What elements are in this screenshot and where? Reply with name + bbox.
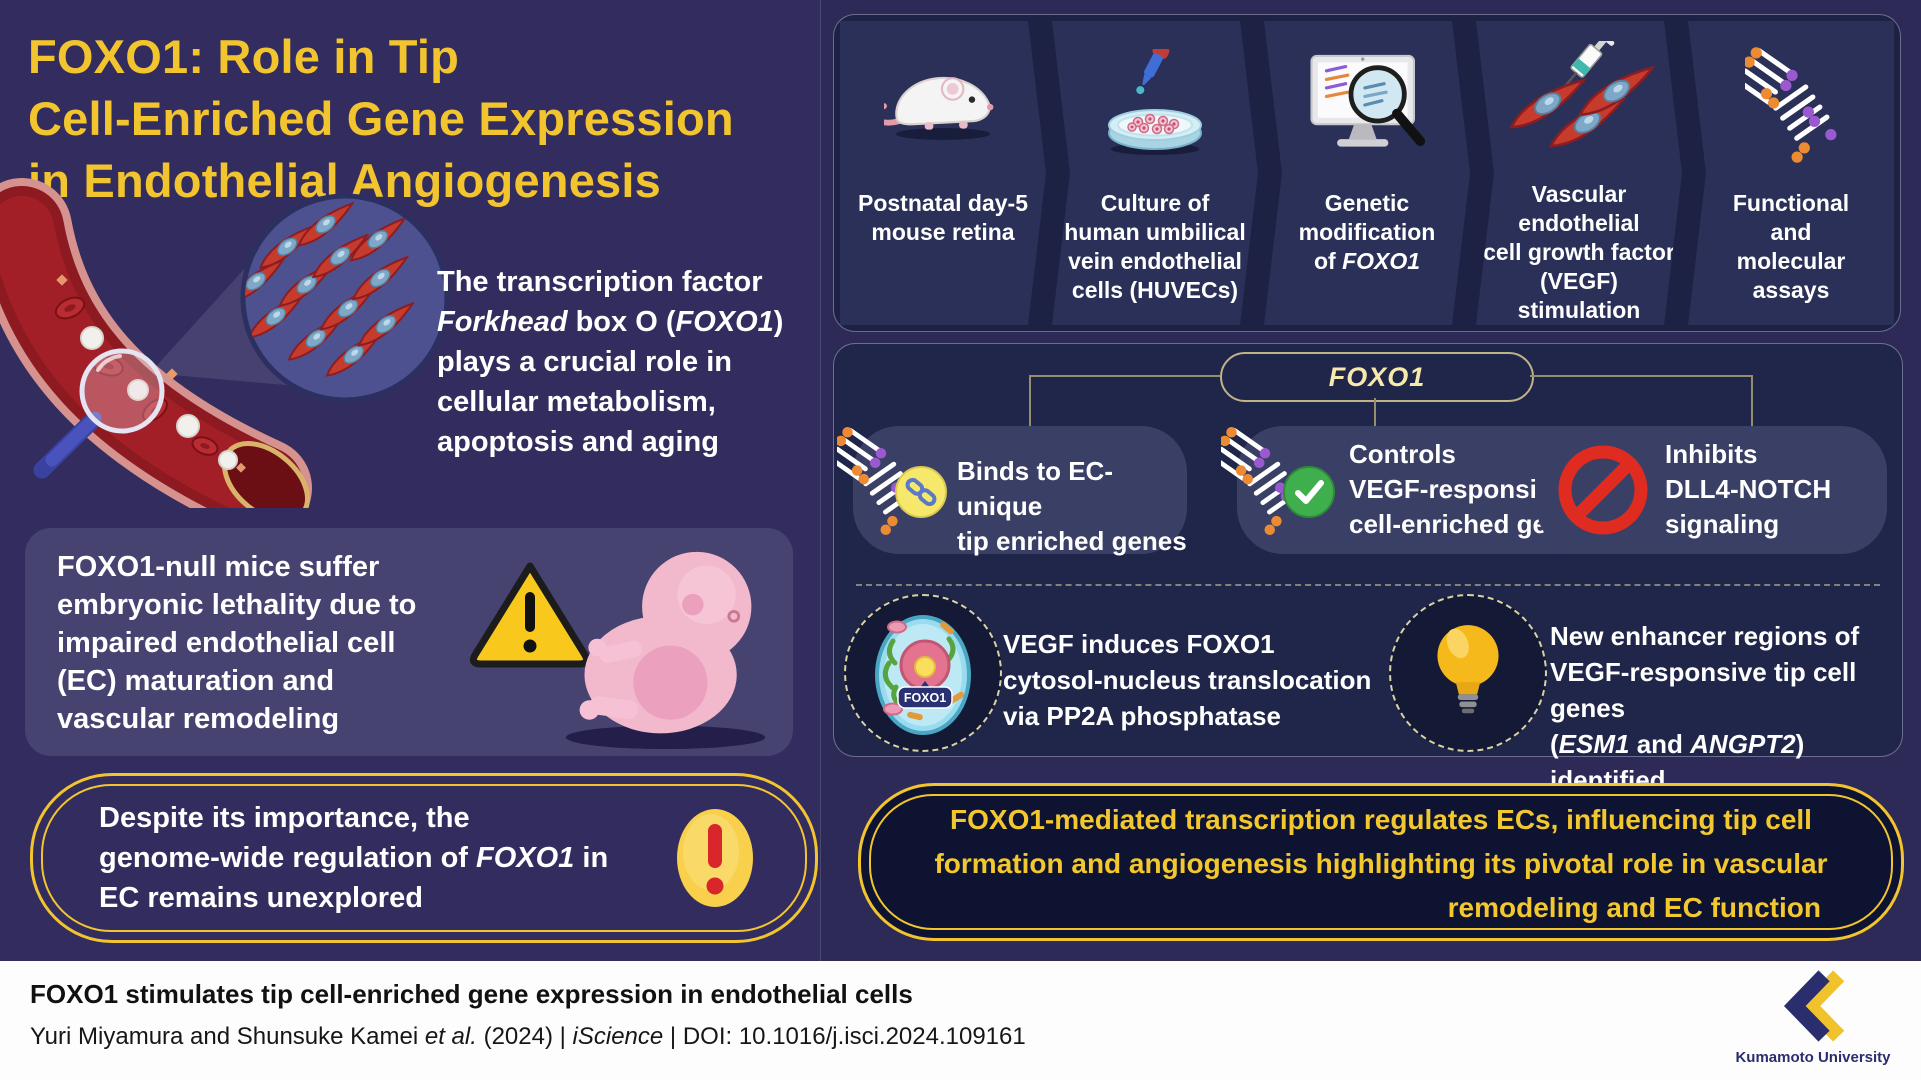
embryo-illustration [565, 551, 766, 750]
mouse-icon [884, 21, 1002, 189]
petri-dish-icon [1100, 21, 1210, 189]
intro-line-1: The transcription factor [437, 266, 763, 298]
intro-line-5: apoptosis and aging [437, 426, 719, 458]
exclamation-icon [677, 809, 753, 907]
branch-binds-tip-genes: Binds to EC-unique tip enriched genes [853, 426, 1187, 556]
warning-triangle-icon [470, 562, 590, 668]
check-badge-icon [1283, 466, 1335, 518]
finding-translocation-text: VEGF induces FOXO1 cytosol-nucleus trans… [1003, 629, 1372, 731]
connector-line [1530, 375, 1752, 377]
despite-box: Despite its importance, the genome-wide … [30, 773, 818, 943]
workflow-step-genetic-modification: Genetic modification of FOXO1 [1264, 21, 1470, 325]
magnifier-icon [33, 348, 165, 479]
workflow-caption: Postnatal day-5 mouse retina [858, 190, 1028, 245]
workflow-step-huvec-culture: Culture of human umbilical vein endothel… [1052, 21, 1258, 325]
no-sign-icon [1558, 445, 1648, 535]
foxo1-functions-panel: FOXO1 Binds to EC-unique tip enriched ge… [833, 343, 1903, 795]
intro-paragraph: The transcription factor Forkhead box O … [437, 262, 783, 462]
workflow-caption: Functional and molecular assays [1732, 190, 1850, 303]
workflow-step-assays: Functional and molecular assays [1688, 21, 1894, 325]
intro-line-4: cellular metabolism, [437, 386, 716, 418]
connector-line [1029, 375, 1031, 426]
dashed-separator [856, 584, 1880, 586]
white-blood-cells [80, 326, 238, 470]
connector-line [1751, 375, 1753, 426]
blood-vessel-illustration [0, 178, 450, 508]
conclusion-box: FOXO1-mediated transcription regulates E… [858, 783, 1904, 941]
connector-line [1374, 398, 1376, 426]
conclusion-text: FOXO1-mediated transcription regulates E… [934, 804, 1828, 923]
workflow-caption: Genetic modification of FOXO1 [1298, 190, 1436, 274]
dna-icon [1745, 21, 1837, 189]
lightbulb-icon [1389, 594, 1547, 752]
cell-translocation-icon: FOXO1 [844, 594, 1002, 752]
cell-foxo1-tag: FOXO1 [904, 691, 946, 705]
foxo1-null-text: FOXO1-null mice suffer embryonic lethali… [57, 551, 417, 735]
connector-line [1029, 375, 1220, 377]
link-badge-icon [895, 466, 947, 518]
workflow-step-mouse-retina: Postnatal day-5 mouse retina [840, 21, 1046, 325]
workflow-caption: Culture of human umbilical vein endothel… [1064, 190, 1246, 303]
intro-line-3: plays a crucial role in [437, 346, 732, 378]
workflow-caption: Vascular endothelial cell growth factor … [1483, 181, 1675, 323]
workflow-panel: Postnatal day-5 mouse retina [833, 14, 1901, 332]
footer-citation: Yuri Miyamura and Shunsuke Kamei et al. … [30, 1023, 1026, 1050]
branch-text: Inhibits DLL4-NOTCH signaling [1665, 439, 1832, 539]
branch-inhibits-dll4-notch: Inhibits DLL4-NOTCH signaling [1537, 426, 1887, 554]
workflow-step-vegf-stimulation: Vascular endothelial cell growth factor … [1476, 21, 1682, 325]
branch-text: Binds to EC-unique tip enriched genes [957, 456, 1187, 556]
finding-enhancer-text: New enhancer regions of VEGF-responsive … [1550, 621, 1860, 795]
cells-syringe-icon [1504, 21, 1654, 180]
computer-magnifier-icon [1303, 21, 1431, 189]
footer-paper-title: FOXO1 stimulates tip cell-enriched gene … [30, 979, 913, 1009]
despite-text: Despite its importance, the genome-wide … [99, 802, 609, 914]
page-title: FOXO1: Role in Tip Cell-Enriched Gene Ex… [28, 26, 734, 212]
foxo1-null-box: FOXO1-null mice suffer embryonic lethali… [25, 528, 793, 756]
kumamoto-university-logo-text: Kumamoto University [1735, 1049, 1891, 1066]
intro-line-2: Forkhead box O (FOXO1) [437, 306, 784, 338]
foxo1-node: FOXO1 [1220, 352, 1534, 402]
kumamoto-university-logo-icon [1783, 970, 1845, 1042]
title-line-2: Cell-Enriched Gene Expression [28, 92, 734, 145]
title-line-1: FOXO1: Role in Tip [28, 30, 459, 83]
footer-bar: FOXO1 stimulates tip cell-enriched gene … [0, 961, 1921, 1080]
endothelial-cells-inset [240, 193, 450, 403]
